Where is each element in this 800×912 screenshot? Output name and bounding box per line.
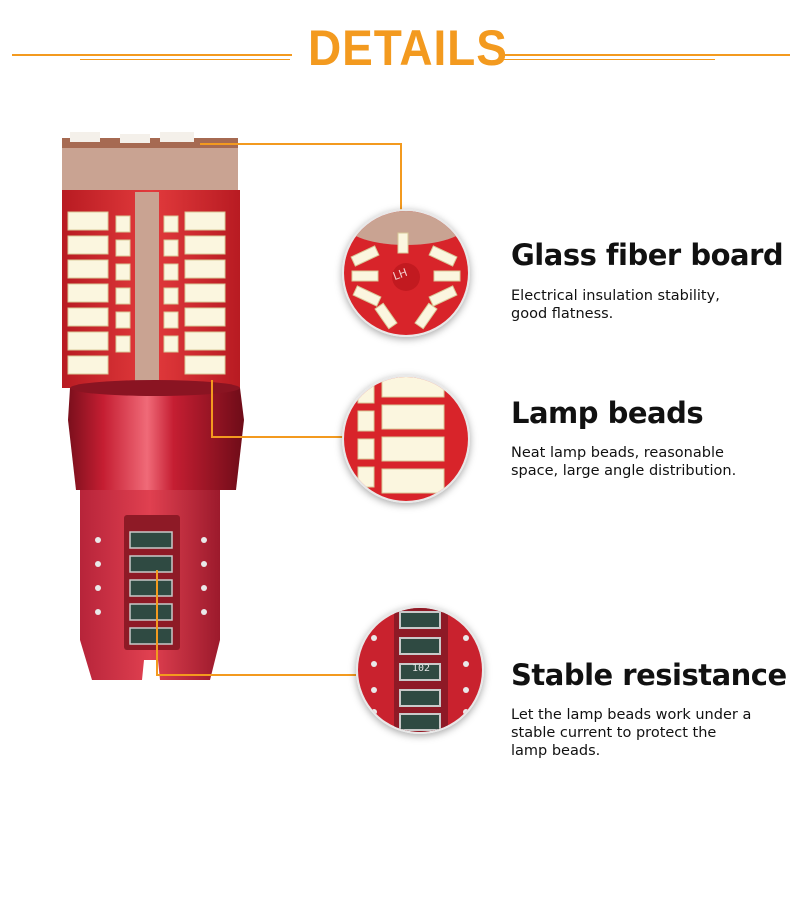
header-rule-left-accent: [80, 59, 290, 60]
resistor-code-label: 102: [412, 663, 431, 674]
feature-title-glass-fiber-board: Glass fiber board: [511, 238, 784, 272]
feature-desc-stable-resistance: Let the lamp beads work under a stable c…: [511, 707, 752, 759]
connector-line-3-vertical: [156, 570, 158, 676]
header-rule-right: [500, 54, 790, 56]
led-bulb-image: [62, 132, 244, 680]
header-rule-left: [12, 54, 292, 56]
header-rule-right-accent: [500, 59, 715, 60]
connector-line-2-horizontal: [211, 436, 343, 438]
feature-desc-glass-fiber-board: Electrical insulation stability, good fl…: [511, 288, 720, 322]
callout-glass-fiber-board: LH: [342, 209, 470, 337]
connector-line-1-vertical: [400, 143, 402, 211]
feature-title-stable-resistance: Stable resistance: [511, 658, 787, 692]
feature-desc-lamp-beads: Neat lamp beads, reasonable space, large…: [511, 445, 737, 479]
callout-lamp-beads: [342, 375, 470, 503]
connector-line-2-vertical: [211, 380, 213, 438]
callout-stable-resistance: 102: [356, 606, 484, 734]
feature-title-lamp-beads: Lamp beads: [511, 396, 704, 430]
connector-line-1-horizontal: [200, 143, 402, 145]
connector-line-3-horizontal: [156, 674, 356, 676]
page-title: DETAILS: [308, 20, 508, 76]
